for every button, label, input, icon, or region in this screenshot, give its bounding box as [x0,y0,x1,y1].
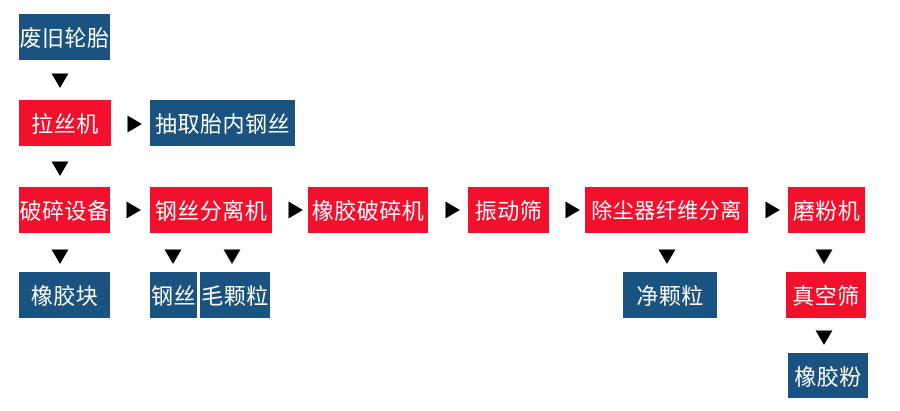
node-clean-granules: 净颗粒 [623,272,717,318]
arrow-right-icon [756,199,782,221]
arrow-down-icon [162,240,184,266]
node-rubber-crusher: 橡胶破碎机 [308,187,428,233]
arrow-right-icon [279,199,305,221]
arrow-down-icon [49,240,71,266]
arrow-down-icon [813,321,835,347]
node-dust-collector-fiber-separation: 除尘器纤维分离 [585,187,748,233]
node-rubber-powder: 橡胶粉 [788,353,868,398]
node-vibrating-screen: 振动筛 [468,187,549,233]
arrow-down-icon [49,64,71,90]
arrow-down-icon [813,240,835,266]
arrow-down-icon [49,152,71,178]
node-waste-tires: 废旧轮胎 [19,14,110,60]
node-steel-wire: 钢丝 [150,272,197,318]
arrow-right-icon [556,199,582,221]
node-rubber-blocks: 橡胶块 [19,272,110,318]
arrow-right-icon [436,199,462,221]
arrow-down-icon [656,240,678,266]
node-crushing-equipment: 破碎设备 [19,187,110,233]
node-extract-inner-steel-wire: 抽取胎内钢丝 [150,100,295,146]
node-fluff-granules: 毛颗粒 [200,272,270,318]
arrow-down-icon [221,240,243,266]
node-steel-wire-separator: 钢丝分离机 [150,187,272,233]
node-vacuum-screen: 真空筛 [786,272,866,318]
node-grinding-machine: 磨粉机 [788,187,865,233]
node-wire-drawing-machine: 拉丝机 [19,100,111,146]
arrow-right-icon [117,199,143,221]
arrow-right-icon [118,113,144,135]
